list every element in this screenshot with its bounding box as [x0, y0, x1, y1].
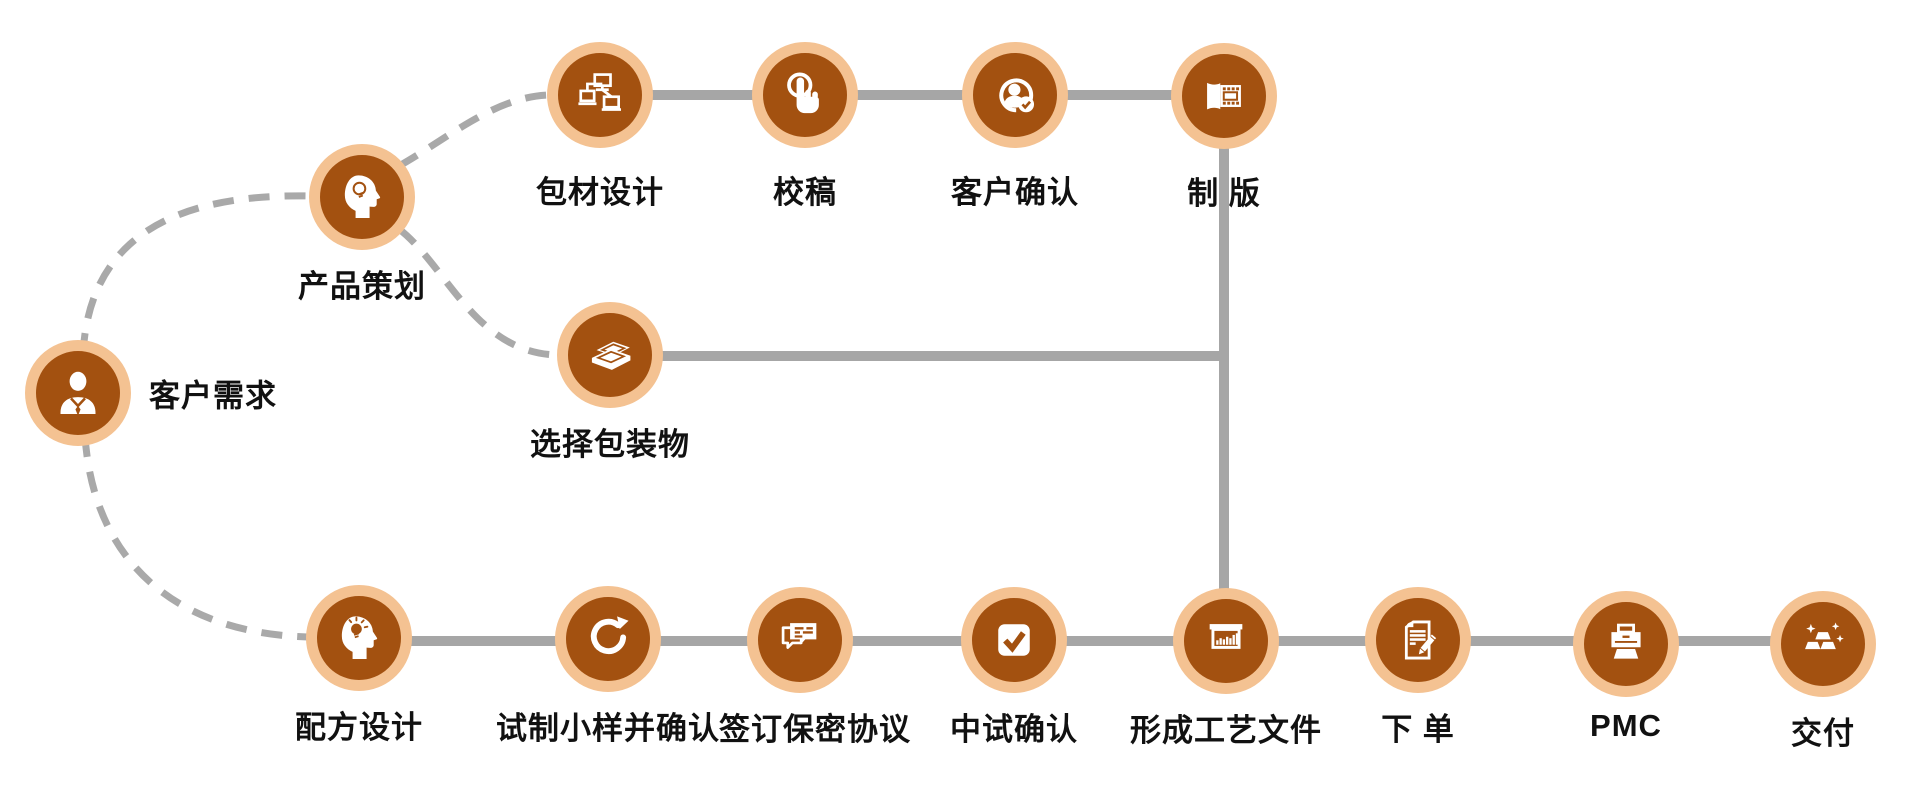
chat-bubbles-icon: [747, 587, 853, 693]
node-label: 选择包装物: [530, 427, 690, 462]
node-label: 客户确认: [951, 175, 1079, 210]
node-label: 签订保密协议: [719, 712, 911, 747]
businessman-icon: [25, 340, 131, 446]
dashed-connector-planning-select: [396, 226, 561, 359]
printer-icon: [1573, 591, 1679, 697]
node-pilot-test-confirm: 中试确认: [950, 587, 1077, 747]
idea-head-icon: [309, 144, 415, 250]
click-hand-icon: [752, 42, 858, 148]
dashed-connector-needs-formula: [81, 435, 309, 641]
node-pmc: PMC: [1573, 591, 1679, 743]
user-check-icon: [962, 42, 1068, 148]
node-plate-making: 制 版: [1171, 43, 1277, 211]
node-trial-sample-confirm: 试制小样并确认: [496, 586, 719, 746]
node-customer-needs: 客户需求: [25, 340, 276, 446]
node-label: 中试确认: [950, 712, 1078, 747]
node-label: PMC: [1590, 708, 1662, 743]
node-label: 校稿: [773, 175, 837, 210]
node-label: 形成工艺文件: [1130, 713, 1322, 748]
node-label: 产品策划: [298, 269, 426, 304]
dashed-connector-needs-planning: [79, 192, 312, 355]
node-label: 制 版: [1187, 176, 1261, 211]
chart-board-icon: [1173, 588, 1279, 694]
node-label: 下 单: [1381, 712, 1455, 747]
node-label: 试制小样并确认: [496, 711, 720, 746]
bulb-head-icon: [306, 585, 412, 691]
film-strip-icon: [1171, 43, 1277, 149]
node-label: 配方设计: [295, 710, 423, 745]
node-sign-nda: 签订保密协议: [719, 587, 910, 747]
document-pencil-icon: [1365, 587, 1471, 693]
node-process-document: 形成工艺文件: [1130, 588, 1321, 748]
node-formula-design: 配方设计: [295, 585, 422, 745]
node-label: 包材设计: [536, 175, 664, 210]
node-label: 交付: [1791, 716, 1855, 751]
refresh-icon: [555, 586, 661, 692]
node-customer-confirmation: 客户确认: [951, 42, 1078, 210]
node-select-packaging: 选择包装物: [530, 302, 689, 462]
node-label: 客户需求: [149, 378, 277, 414]
computer-network-icon: [547, 42, 653, 148]
dashed-connector-planning-packaging: [397, 91, 551, 170]
node-packaging-material-design: 包材设计: [536, 42, 663, 210]
node-delivery: 交付: [1770, 591, 1876, 751]
scanner-icon: [557, 302, 663, 408]
node-proofreading: 校稿: [752, 42, 858, 210]
node-product-planning: 产品策划: [298, 144, 425, 304]
node-place-order: 下 单: [1365, 587, 1471, 747]
gold-bars-icon: [1770, 591, 1876, 697]
check-square-icon: [961, 587, 1067, 693]
